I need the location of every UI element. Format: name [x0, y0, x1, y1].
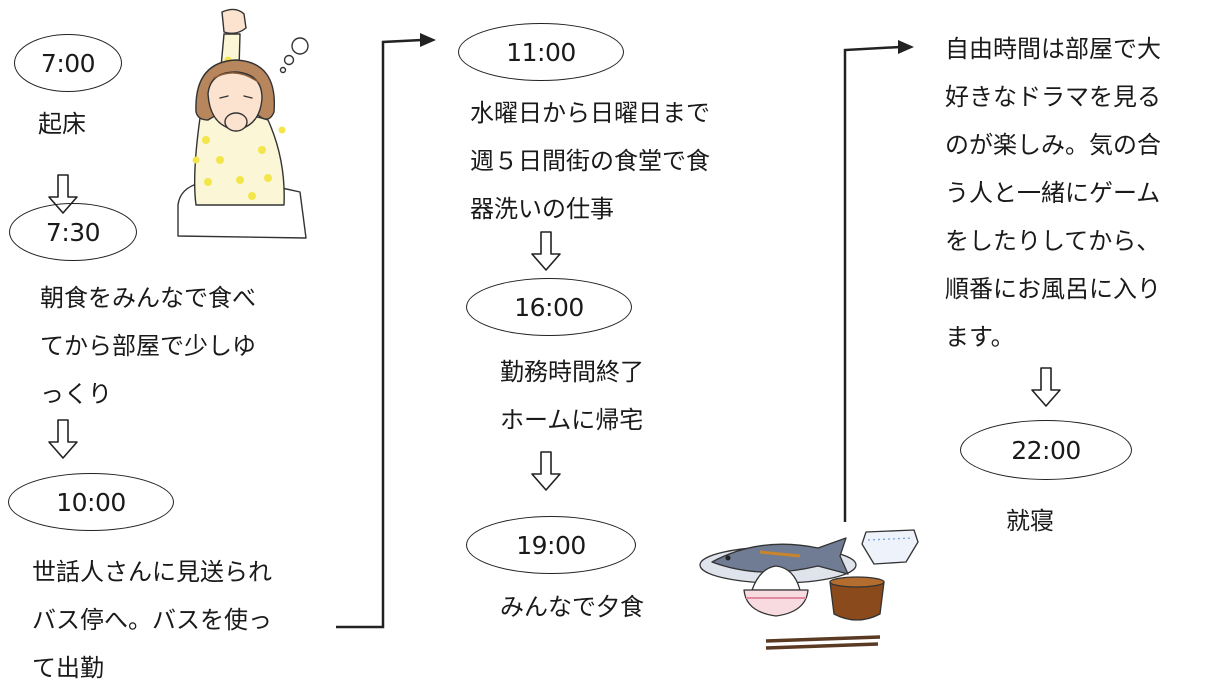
text-free-time: 自由時間は部屋で大 好きなドラマを見る のが楽しみ。気の合 う人と一緒にゲーム … [945, 25, 1161, 361]
time-bubble-2200: 22:00 [960, 420, 1132, 480]
text-line: てから部屋で少しゆ [40, 332, 256, 360]
text-line: 勤務時間終了 [500, 358, 644, 386]
label-bedtime: 就寝 [1006, 507, 1054, 535]
connector-col2-col3 [843, 40, 914, 522]
connector-col1-col2 [336, 33, 436, 629]
text-work-end: 勤務時間終了 ホームに帰宅 [500, 348, 644, 444]
text-line: ホームに帰宅 [500, 406, 644, 434]
down-arrow-5 [1031, 367, 1061, 407]
time-bubble-0700: 7:00 [14, 34, 122, 92]
text-line: 水曜日から日曜日まで [470, 99, 710, 127]
grilled-fish-rice-miso-illustration [699, 529, 919, 650]
text-line: て出勤 [32, 654, 104, 682]
text-line: う人と一緒にゲーム [945, 179, 1161, 207]
text-line: 週５日間街の食堂で食 [470, 147, 710, 175]
time-bubble-1000: 10:00 [8, 473, 174, 531]
text-line: っくり [40, 380, 112, 408]
text-work: 水曜日から日曜日まで 週５日間街の食堂で食 器洗いの仕事 [470, 89, 710, 233]
time-bubble-1600: 16:00 [466, 278, 632, 336]
text-commute: 世話人さんに見送られ バス停へ。バスを使っ て出勤 [32, 548, 272, 692]
down-arrow-4 [531, 451, 561, 491]
label-wake-up: 起床 [38, 110, 86, 138]
time-bubble-0730: 7:30 [9, 203, 137, 261]
girl-stretching-illustration [177, 8, 309, 239]
text-line: 自由時間は部屋で大 [945, 35, 1161, 63]
text-line: バス停へ。バスを使っ [32, 606, 272, 634]
text-line: 器洗いの仕事 [470, 195, 614, 223]
text-line: をしたりしてから、 [945, 227, 1161, 255]
text-breakfast: 朝食をみんなで食べ てから部屋で少しゆ っくり [40, 274, 256, 418]
label-dinner: みんなで夕食 [500, 593, 644, 621]
text-line: 好きなドラマを見る [945, 83, 1161, 111]
text-line: ます。 [945, 323, 1015, 351]
down-arrow-3 [531, 231, 561, 271]
time-bubble-1900: 19:00 [466, 516, 636, 574]
time-bubble-1100: 11:00 [458, 23, 624, 81]
text-line: 順番にお風呂に入り [945, 275, 1161, 303]
text-line: のが楽しみ。気の合 [945, 131, 1161, 159]
text-line: 朝食をみんなで食べ [40, 284, 256, 312]
text-line: 世話人さんに見送られ [32, 558, 272, 586]
down-arrow-2 [48, 419, 78, 459]
